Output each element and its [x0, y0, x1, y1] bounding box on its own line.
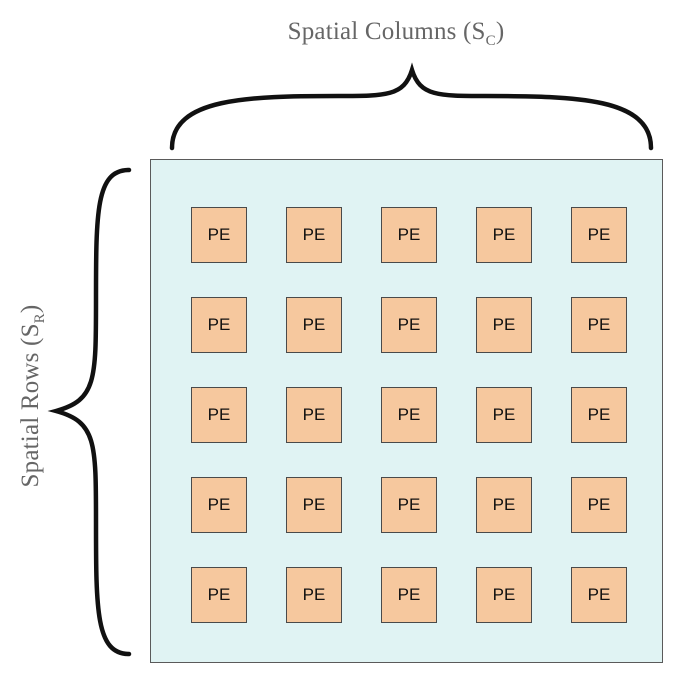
- pe-cell: PE: [191, 477, 247, 533]
- pe-cell: PE: [571, 297, 627, 353]
- pe-cell: PE: [381, 207, 437, 263]
- pe-cell: PE: [571, 207, 627, 263]
- pe-cell: PE: [476, 567, 532, 623]
- pe-cell: PE: [381, 297, 437, 353]
- spatial-columns-label-close: ): [495, 18, 505, 45]
- pe-cell: PE: [381, 477, 437, 533]
- spatial-columns-label-subscript: C: [485, 33, 496, 49]
- pe-cell: PE: [191, 297, 247, 353]
- pe-cell: PE: [286, 207, 342, 263]
- pe-cell: PE: [191, 387, 247, 443]
- pe-cell: PE: [286, 297, 342, 353]
- pe-cell: PE: [191, 207, 247, 263]
- pe-cell: PE: [191, 567, 247, 623]
- spatial-columns-label: Spatial Columns (SC): [0, 18, 687, 50]
- pe-cell: PE: [571, 567, 627, 623]
- pe-cell: PE: [476, 387, 532, 443]
- pe-cell: PE: [381, 567, 437, 623]
- spatial-columns-label-text: Spatial Columns (S: [287, 18, 486, 45]
- pe-cell: PE: [476, 207, 532, 263]
- pe-cell: PE: [286, 567, 342, 623]
- pe-cell: PE: [476, 477, 532, 533]
- pe-cell: PE: [286, 477, 342, 533]
- pe-cell: PE: [476, 297, 532, 353]
- pe-cell: PE: [286, 387, 342, 443]
- pe-cell: PE: [381, 387, 437, 443]
- pe-cell: PE: [571, 477, 627, 533]
- pe-array: PE PE PE PE PE PE PE PE PE PE PE PE PE PE PE PE PE PE PE PE…: [150, 159, 663, 663]
- pe-cell: PE: [571, 387, 627, 443]
- pe-grid: PE PE PE PE PE PE PE PE PE PE PE PE PE PE PE PE PE PE PE PE…: [191, 207, 627, 623]
